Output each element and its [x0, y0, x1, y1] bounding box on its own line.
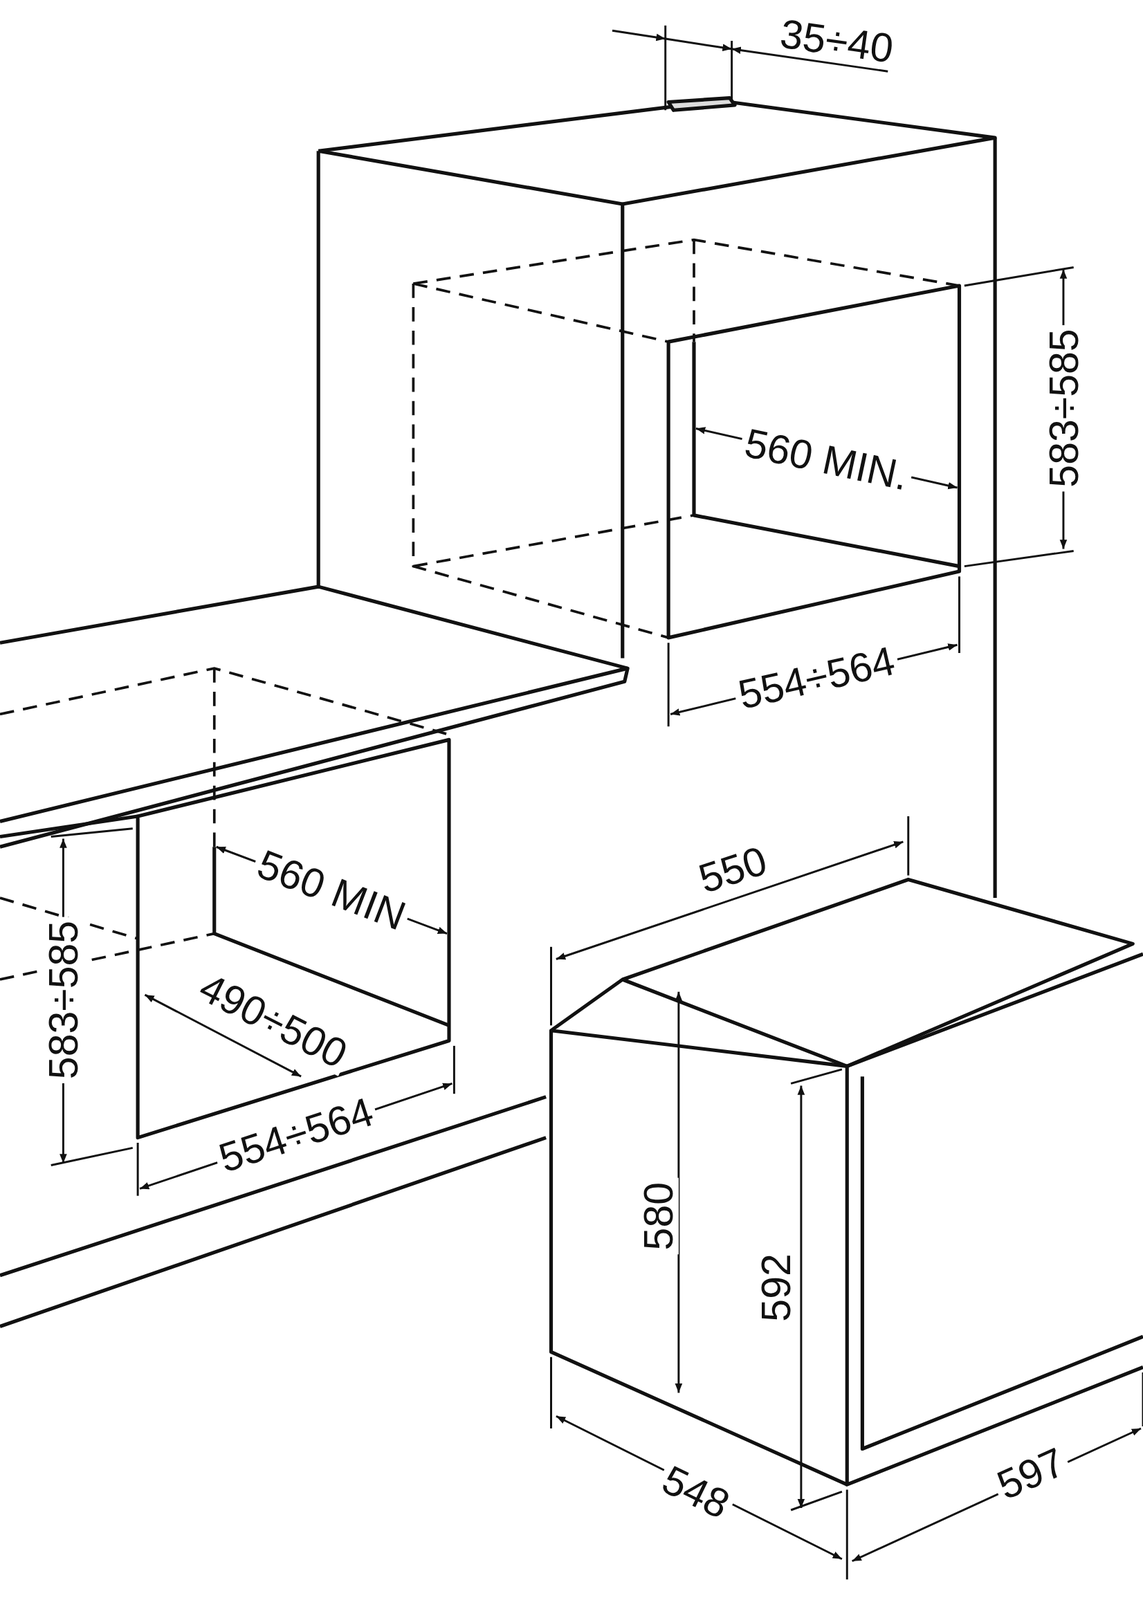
dimension-lines [62, 30, 1141, 1562]
hidden-edges [0, 240, 960, 980]
dimension-label: 554÷564 [730, 639, 903, 717]
dimension-label: 583÷585 [42, 916, 84, 1084]
dimension-label: 580 [637, 1178, 679, 1255]
dimension-label: 560 MIN [248, 842, 415, 939]
cabinet-outline [0, 98, 1143, 1486]
dimension-label: 35÷40 [774, 12, 901, 70]
extension-lines [51, 25, 1143, 1580]
dimension-label: 597 [987, 1439, 1074, 1509]
dimension-label: 583÷585 [1042, 324, 1084, 492]
dimension-label: 592 [755, 1249, 797, 1326]
dimension-label: 554÷564 [210, 1089, 382, 1181]
dimension-label: 560 MIN. [737, 421, 917, 498]
dimension-label: 548 [652, 1457, 739, 1527]
dimension-label: 550 [690, 838, 776, 901]
